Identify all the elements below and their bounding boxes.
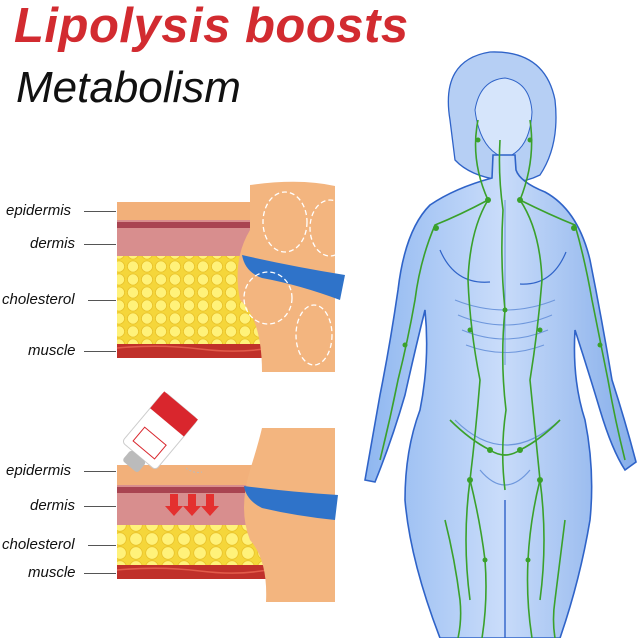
headline-subtitle: Metabolism	[16, 63, 241, 112]
label-dermis-bottom: dermis	[30, 497, 76, 514]
epidermis-layer	[117, 465, 272, 485]
label-cholesterol-bottom: cholesterol	[2, 536, 75, 553]
lymphatic-body-figure	[364, 51, 637, 638]
muscle-layer	[117, 344, 277, 358]
cream-tube-icon	[122, 391, 198, 472]
epidermis-layer	[117, 202, 277, 220]
headline-title: Lipolysis boosts	[14, 0, 409, 53]
downward-arrows	[165, 494, 219, 516]
underwear-band-top	[242, 255, 345, 300]
underwear-band-bottom	[244, 486, 338, 520]
skin-layers-diagram-top	[116, 181, 351, 372]
label-muscle-bottom: muscle	[28, 564, 76, 581]
label-dermis-top: dermis	[30, 235, 76, 252]
cholesterol-layer	[117, 525, 272, 565]
skin-layers-diagram-bottom	[116, 391, 338, 602]
body-silhouette	[364, 154, 637, 638]
label-epidermis-top: epidermis	[6, 202, 72, 219]
down-arrow-icon	[183, 494, 201, 516]
label-cholesterol-top: cholesterol	[2, 291, 75, 308]
hip-figure-bottom	[244, 428, 335, 602]
label-epidermis-bottom: epidermis	[6, 462, 72, 479]
label-muscle-top: muscle	[28, 342, 76, 359]
lymph-nodes	[402, 137, 603, 563]
down-arrow-icon	[201, 494, 219, 516]
down-arrow-icon	[165, 494, 183, 516]
